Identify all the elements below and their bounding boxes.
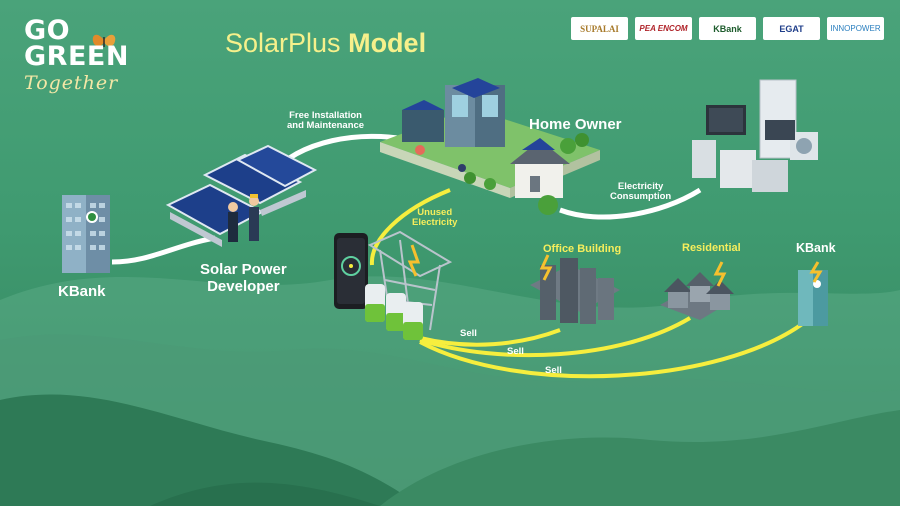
flow-unused-electricity	[369, 188, 451, 266]
label-unused-electricity: Unused Electricity	[412, 207, 458, 229]
label-solar-developer: Solar Power Developer	[200, 261, 287, 295]
flow-sell-kbank	[419, 320, 807, 379]
label-sell-3: Sell	[545, 365, 562, 376]
page-title: SolarPlus Model	[225, 28, 426, 59]
title-bold: Model	[348, 28, 427, 58]
flow-kbank-to-developer	[111, 235, 216, 265]
residential-houses-icon	[660, 261, 734, 320]
logo-kbank: KBank	[699, 17, 756, 40]
logo-supalai: SUPALAI	[571, 17, 628, 40]
label-home-owner: Home Owner	[529, 116, 622, 133]
flow-sell-office	[419, 328, 561, 347]
appliances-icon	[692, 79, 818, 192]
label-free-installation: Free Installation and Maintenance	[287, 110, 365, 132]
label-electricity-consumption: Electricity Consumption	[610, 181, 672, 203]
label-kbank-left: KBank	[58, 283, 106, 300]
label-office-building: Office Building	[543, 243, 622, 255]
office-building-icon	[530, 254, 620, 324]
flow-home-to-appliances	[559, 187, 702, 220]
butterfly-icon	[92, 34, 116, 47]
brand-script-together: Together	[24, 72, 119, 94]
battery-storage-icon	[365, 284, 423, 340]
partner-logos: SUPALAI PEA ENCOM KBank EGAT INNOPOWER	[571, 17, 884, 40]
label-sell-1: Sell	[460, 328, 477, 339]
go-green-brand: GO GREEN Together	[24, 15, 129, 96]
logo-innopower: INNOPOWER	[827, 17, 884, 40]
label-sell-2: Sell	[507, 346, 524, 357]
developer-people-icon	[228, 194, 259, 242]
brand-line-green: GREEN	[24, 41, 129, 72]
label-residential: Residential	[682, 242, 741, 254]
kbank-building-icon	[62, 195, 110, 273]
kbank-right-building-icon	[798, 261, 828, 326]
flow-sell-residential	[419, 316, 692, 358]
home-owner-scene-icon	[380, 78, 600, 215]
label-kbank-right: KBank	[796, 241, 836, 255]
logo-pea-encom: PEA ENCOM	[635, 17, 692, 40]
solar-panel-icon	[165, 144, 318, 247]
smartphone-app-icon	[334, 233, 368, 309]
logo-egat: EGAT	[763, 17, 820, 40]
title-regular: SolarPlus	[225, 28, 341, 58]
brand-line-go: GO	[24, 15, 71, 46]
